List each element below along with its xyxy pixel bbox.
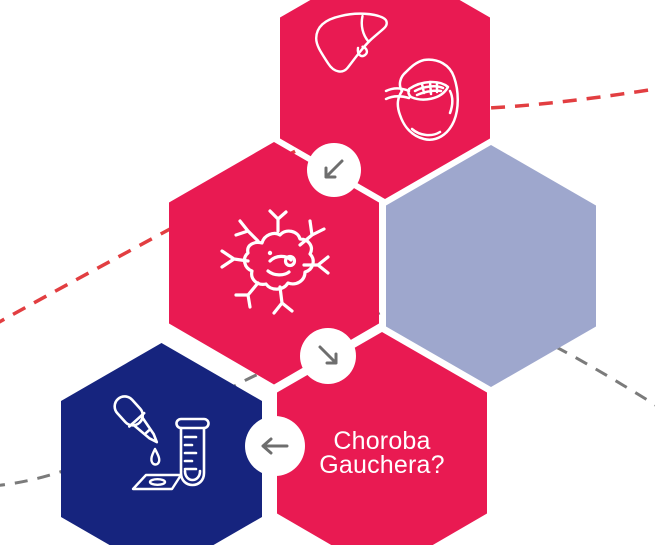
neuron-dot [267,250,273,256]
hexagon-empty [386,145,596,387]
neuron-icon [220,209,330,315]
question-label-line-1: Choroba [333,427,431,455]
arrow-left-icon [261,437,289,455]
test-tube-icon [175,417,210,487]
arrow-down-left-icon [324,159,344,179]
question-label: Choroba Gauchera? [272,427,492,479]
question-label-line-2: Gauchera? [319,451,445,479]
red-dashed-curve [0,87,655,324]
hexagon-neuron [169,142,379,385]
droplet-icon [150,447,161,466]
hexagon-question [277,332,487,545]
spleen-icon [384,58,459,141]
arrow-down-right-icon [318,345,338,365]
hexagon-lab [61,343,262,545]
pipette-icon [113,395,159,444]
liver-icon [314,12,388,73]
